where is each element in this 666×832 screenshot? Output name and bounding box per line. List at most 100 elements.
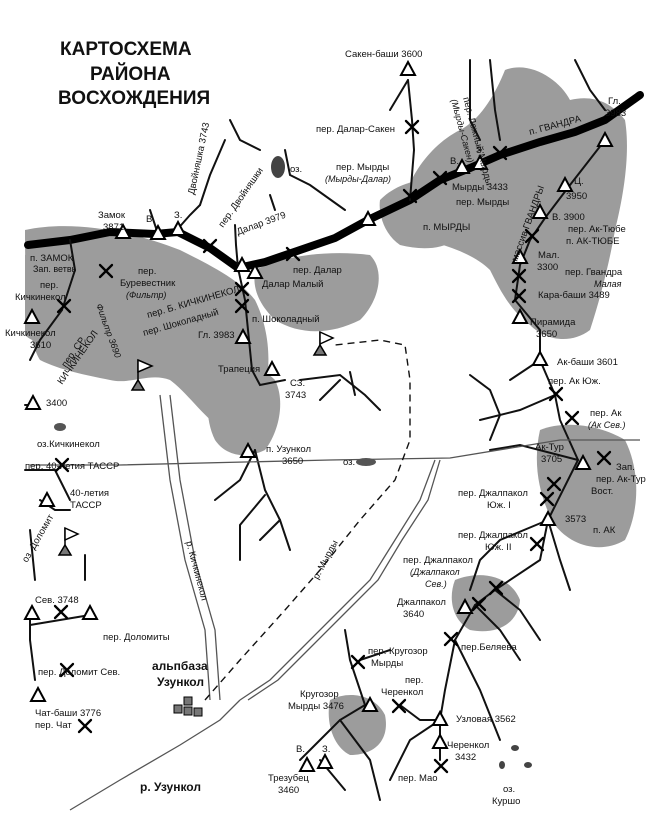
peak-ak-bashi (531, 349, 549, 366)
pass-shokoladny (234, 298, 250, 314)
label-mal-height: 3300 (537, 262, 558, 273)
label-zap-vetv: Зап. ветвь (33, 264, 77, 274)
peak-saken-bashi (399, 59, 417, 76)
label-dzhalpakol: Джалпакол (397, 597, 446, 608)
glacier-kichkinekol-small (25, 249, 81, 342)
label-trezubets-height: 3460 (278, 785, 299, 796)
peak-trezubets-z (316, 752, 334, 769)
label-mirdy-3433: Мырды 3433 (452, 182, 508, 193)
label-gvandra-malaya: пер. Гвандра (565, 267, 623, 278)
pass-dzh-a (471, 596, 487, 612)
pass-belyaeva (443, 631, 459, 647)
label-kara-bashi: Кара-баши 3489 (538, 290, 610, 301)
peak-mirdy-area (359, 209, 377, 226)
label-r-mirdy: р. Мырды (311, 538, 341, 581)
label-kichkinekol: Кичкинекол (5, 328, 56, 339)
peak-piramida (511, 307, 529, 324)
label-trapecia: Трапеция (218, 364, 260, 375)
label-tassr-sub: ТАССР (70, 500, 102, 511)
pass-kichkinekol (56, 298, 72, 314)
pass-dzhalpakol2 (529, 536, 545, 552)
peak-3400 (24, 393, 42, 410)
label-dzh-yuzh1b: Юж. I (487, 500, 511, 511)
peak-zamok (114, 222, 132, 239)
label-r-kichkinekol: р. Кичкинекол (183, 540, 209, 602)
label-dalar-peak: Далар 3979 (235, 210, 287, 238)
label-ak-tyube: пер. Ак-Тюбе (568, 224, 626, 235)
label-dzh-sev: пер. Джалпакол (403, 555, 473, 566)
pass-krugozor (350, 654, 366, 670)
label-pass-dalar-saken: пер. Далар-Сакен (316, 124, 395, 135)
label-cherenkol-pass2: Черенкол (381, 687, 423, 698)
pass-mao (433, 758, 449, 774)
label-dzhalpakol-height: 3640 (403, 609, 424, 620)
pass-ak-tyube (524, 228, 540, 244)
label-cherenkol: Черенкол (447, 740, 489, 751)
pass-mirdy (402, 188, 418, 204)
label-oz-kursho2: Куршо (492, 796, 520, 807)
label-gvandra-v: В. 3900 (552, 212, 585, 223)
label-r-uzunkol: р. Узункол (140, 780, 201, 794)
label-ak-sev: (Ак Сев.) (588, 420, 625, 430)
label-tassr: 40-летия (70, 488, 109, 499)
label-pass-mirdy: пер. Мырды (336, 162, 389, 173)
label-gl-small: Гл. 3983 (198, 330, 235, 341)
peak-sev2 (81, 603, 99, 620)
pass-dolomity (53, 604, 69, 620)
label-uzlovaya: Узловая 3562 (456, 714, 516, 725)
pass-ak (564, 410, 580, 426)
pass-b-kichkinekol (234, 281, 250, 297)
peak-mal (511, 247, 529, 264)
peak-dalar (233, 255, 251, 272)
label-dalar-maly: Далар Малый (262, 279, 323, 290)
lake-top (271, 156, 285, 178)
label-sz-height: 3743 (285, 390, 306, 401)
label-mirdy-z: З. (476, 145, 484, 156)
label-zap-vost: Вост. (591, 486, 613, 497)
glacier-dalar (254, 253, 379, 332)
pass-dolomit-sev (59, 662, 75, 678)
peak-ak-tur (574, 453, 592, 470)
label-3573: 3573 (565, 514, 586, 525)
pass-gvandra-malaya (511, 268, 527, 284)
label-oz-kichkinekol: оз.Кичкинекол (37, 439, 100, 450)
label-p-ak: п. АК (593, 525, 616, 536)
label-trezubets: Трезубец (268, 773, 309, 784)
label-burevestnik: пер. (138, 266, 156, 277)
label-cherenkol-pass: пер. (405, 675, 423, 686)
label-dzh-sev2: (Джалпакол (410, 567, 460, 577)
peak-chat-bashi (29, 685, 47, 702)
label-burevestnik2: Буревестник (120, 278, 176, 289)
label-p-zamok: п. ЗАМОК (30, 253, 74, 264)
peak-zamok-z (169, 219, 187, 236)
label-dzh-yuzh1: пер. Джалпакол (458, 488, 528, 499)
trail (204, 339, 411, 701)
pass-zap (596, 450, 612, 466)
label-uzunkol: п. Узункол (266, 444, 311, 455)
label-trezubets-v: В. (296, 744, 305, 755)
peak-uzunkol (239, 441, 257, 458)
kursho-lakes (499, 745, 532, 769)
peak-dzhalpakol (456, 597, 474, 614)
label-base: альпбаза (152, 659, 208, 673)
pass-chat (77, 718, 93, 734)
pass-dvoinyashki (202, 238, 218, 254)
pass-mirdy2 (432, 170, 448, 186)
label-per-kichkinekol: пер. (40, 280, 58, 291)
peak-krugozor (361, 695, 379, 712)
pass-dzhalpakol-sev (488, 580, 504, 596)
label-dzh-yuzh2b: Юж. II (485, 542, 512, 553)
label-sev: Сев. 3748 (35, 595, 79, 606)
label-p-mirdy: п. МЫРДЫ (423, 222, 470, 233)
pass-dalar (285, 246, 301, 262)
pass-cherenkol (391, 698, 407, 714)
peak-gvandra-ts (556, 175, 574, 192)
label-dzh-yuzh2: пер. Джалпакол (458, 530, 528, 541)
label-per-mirdy2: пер. Мырды (456, 197, 509, 208)
label-gvandra-3950: 3950 (566, 191, 587, 202)
base-huts (173, 696, 203, 717)
label-piramida-height: 3650 (536, 329, 557, 340)
label-krugozor-pass2: Мырды (371, 658, 403, 669)
